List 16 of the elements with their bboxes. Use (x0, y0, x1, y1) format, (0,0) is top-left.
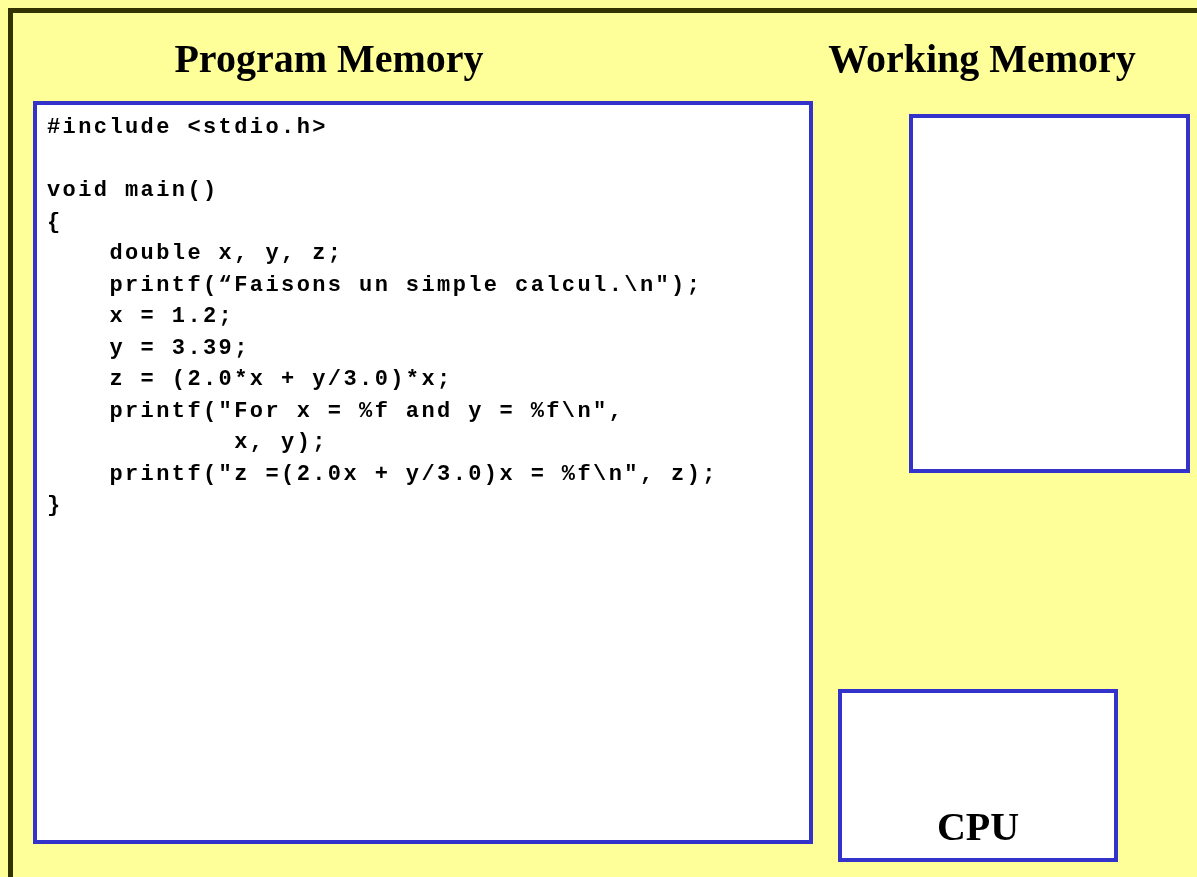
code-line: printf("For x = %f and y = %f\n", (108, 397, 625, 426)
code-line: printf("z =(2.0x + y/3.0)x = %f\n", z); (108, 460, 718, 489)
section-heading: Program Memory (174, 35, 484, 82)
box-label: CPU (936, 803, 1020, 850)
code-line: } (47, 492, 63, 520)
code-line: #include <stdio.h> (47, 114, 328, 142)
code-line: z = (2.0*x + y/3.0)*x; (108, 366, 453, 394)
cpu-box (838, 689, 1118, 862)
code-line: x = 1.2; (108, 303, 235, 331)
code-line: x, y); (233, 429, 328, 457)
code-line: double x, y, z; (108, 240, 344, 268)
code-line: void main() (47, 177, 219, 205)
code-line: printf(“Faisons un simple calcul.\n"); (108, 271, 703, 300)
code-line: y = 3.39; (108, 334, 250, 363)
code-line: { (47, 208, 63, 237)
section-heading: Working Memory (828, 35, 1136, 82)
